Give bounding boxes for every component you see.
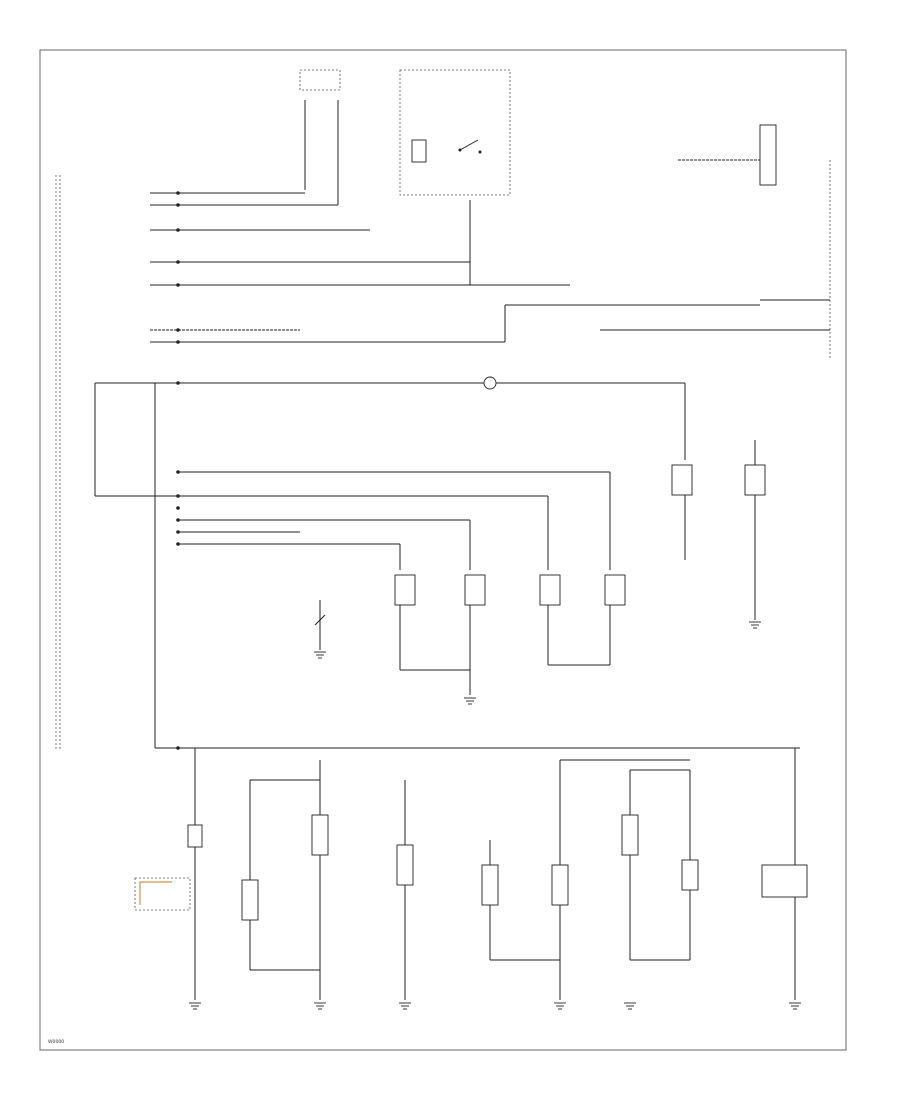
ground-icon (314, 1002, 326, 1010)
top-right-component (678, 124, 777, 186)
diagram-border (39, 49, 847, 1051)
top-switch-block (299, 69, 511, 205)
bottom-grounds (189, 1002, 801, 1010)
footer-code: W0000 (48, 1039, 64, 1045)
switch-icon (459, 139, 479, 151)
ground-icon (189, 1002, 201, 1010)
lower-wire-bus (155, 747, 800, 1000)
ground-icon (314, 651, 326, 659)
upper-wire-rows (150, 192, 830, 343)
connector-column (176, 191, 180, 750)
lamp-icon (761, 864, 808, 898)
middle-components (314, 440, 766, 695)
ground-icon (399, 1002, 411, 1010)
lower-components (134, 814, 808, 921)
ground-icon (624, 1002, 636, 1010)
middle-wire-bus (94, 376, 686, 748)
relay-icon (411, 139, 427, 163)
middle-grounds (314, 621, 761, 705)
ground-icon (554, 1002, 566, 1010)
ground-icon (789, 1002, 801, 1010)
connector-icon (176, 191, 180, 195)
ground-icon (749, 621, 761, 629)
ground-icon (464, 697, 476, 705)
